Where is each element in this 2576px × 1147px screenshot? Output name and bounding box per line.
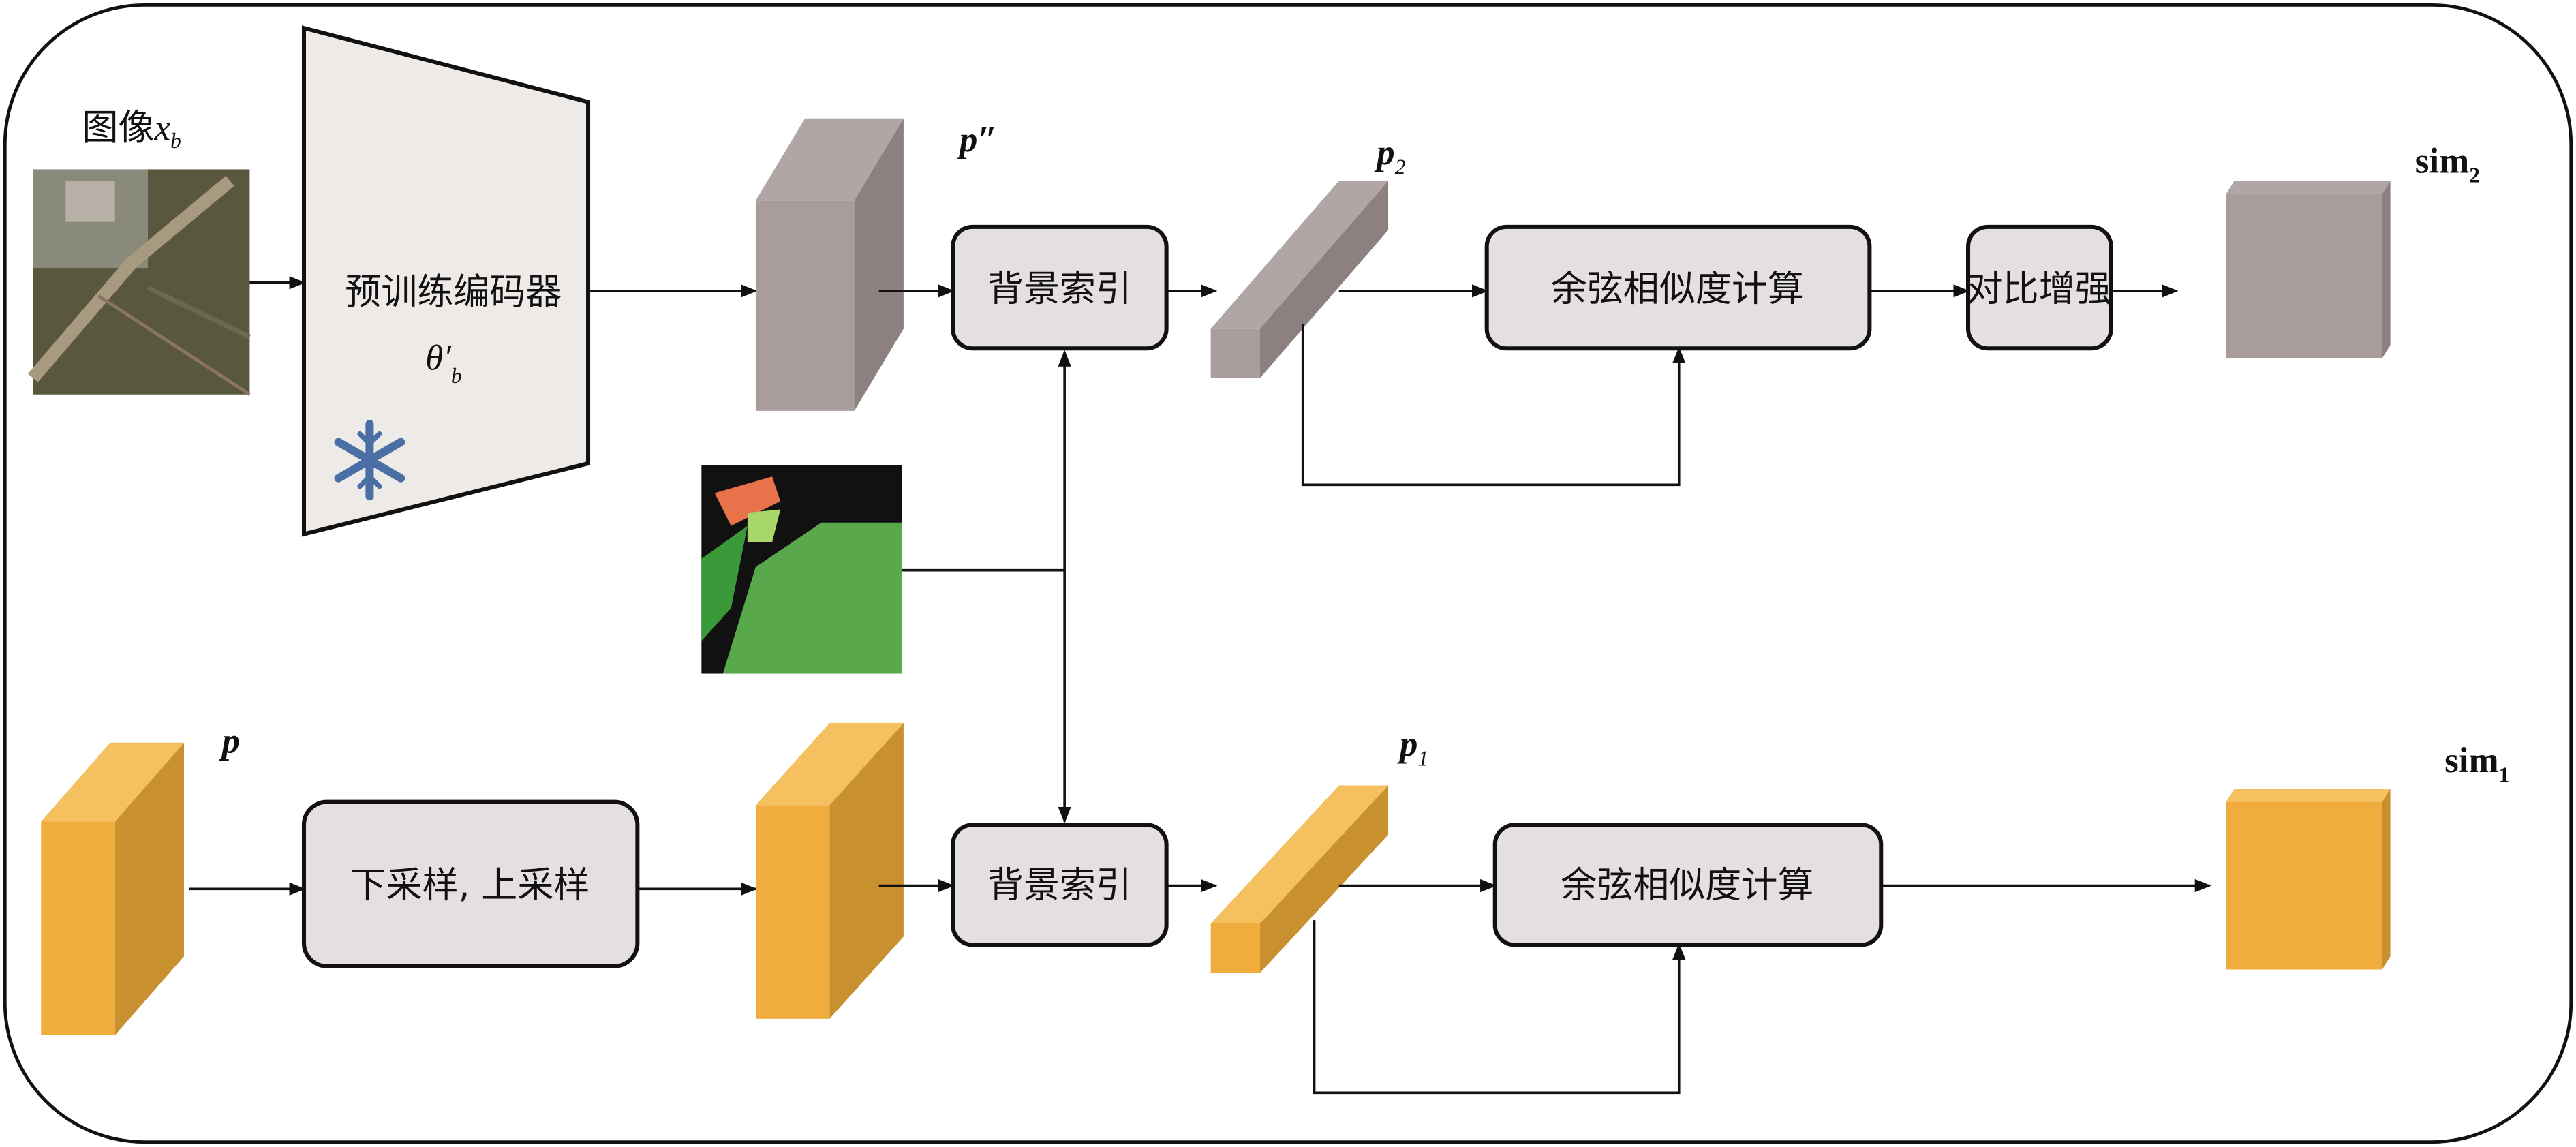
encoder-theta: θ′b xyxy=(425,339,461,388)
contrast-box xyxy=(1966,224,2113,351)
outer-frame xyxy=(3,3,2573,1144)
label-sim2: sim2 xyxy=(2415,141,2480,187)
label-p1: p1 xyxy=(1397,724,1428,770)
feature-p2 xyxy=(1210,181,1389,378)
resample-label: 下采样, 上采样 xyxy=(350,863,590,906)
label-sim1: sim1 xyxy=(2444,741,2509,786)
label-p: p xyxy=(219,721,240,761)
feature-p-double-prime xyxy=(755,118,904,411)
encoder-label: 预训练编码器 xyxy=(345,271,562,313)
snowflake-icon xyxy=(334,420,405,501)
cosine-box-top xyxy=(1484,224,1872,351)
bg-index-label-bottom: 背景索引 xyxy=(987,863,1132,906)
cosine-label-bottom: 余弦相似度计算 xyxy=(1561,863,1813,906)
segmentation-map xyxy=(701,465,902,674)
skip-connection-bottom xyxy=(1313,920,1686,1095)
output-sim2 xyxy=(2226,181,2391,358)
resample-box xyxy=(301,799,640,968)
feature-p xyxy=(41,742,185,1035)
satellite-image xyxy=(27,169,251,396)
bg-index-label-top: 背景索引 xyxy=(987,267,1132,309)
output-sim1 xyxy=(2226,789,2391,970)
contrast-label: 对比增强 xyxy=(1967,267,2111,309)
pretrained-encoder xyxy=(301,25,591,537)
feature-resampled xyxy=(755,722,904,1019)
label-p2: p2 xyxy=(1374,133,1405,179)
image-label: 图像xb xyxy=(82,106,181,153)
cosine-label-top: 余弦相似度计算 xyxy=(1551,267,1804,309)
feature-p1 xyxy=(1210,785,1389,973)
label-p-double-prime: p″ xyxy=(957,120,998,159)
skip-connection-top xyxy=(1301,324,1686,487)
bg-index-box-top xyxy=(951,224,1169,351)
